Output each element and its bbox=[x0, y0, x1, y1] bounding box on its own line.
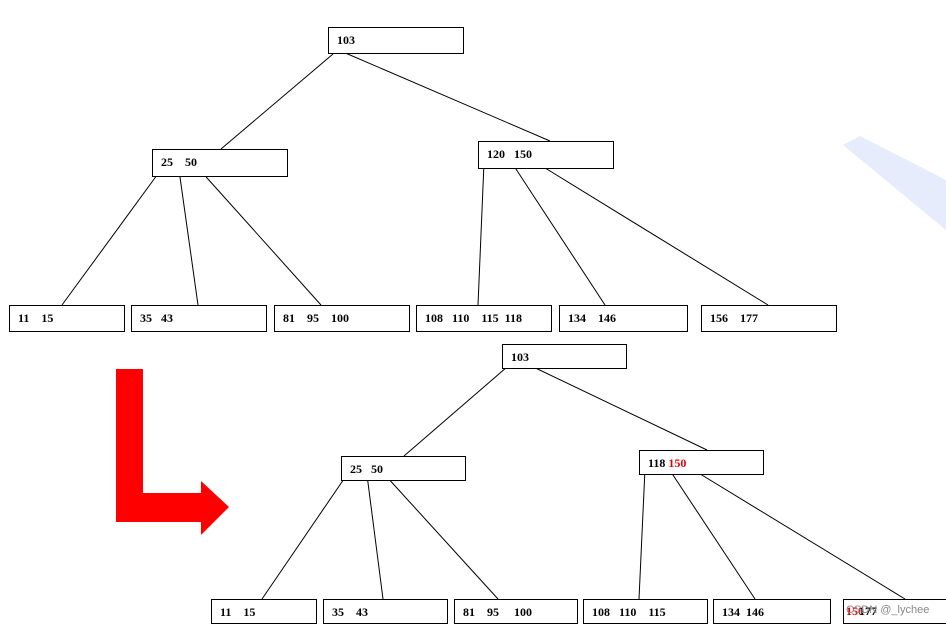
edge bbox=[61, 170, 161, 306]
top-root-node: 103 bbox=[328, 27, 464, 54]
edge bbox=[691, 468, 906, 600]
bottom-leaf-node: 11 15 bbox=[211, 599, 317, 624]
edge bbox=[536, 162, 769, 306]
top-left-internal-node: 25 50 bbox=[152, 149, 288, 177]
bottom-left-internal-node: 25 50 bbox=[341, 456, 466, 481]
edge bbox=[366, 474, 384, 600]
top-leaf-node: 35 43 bbox=[131, 305, 267, 332]
bottom-leaf-node: 81 95 100 bbox=[454, 599, 578, 624]
edge bbox=[198, 168, 322, 306]
bottom-leaf-node: 134 146 bbox=[713, 599, 831, 624]
edge bbox=[403, 366, 508, 457]
edge bbox=[668, 468, 756, 600]
node-key: 177 bbox=[859, 604, 877, 618]
top-leaf-node: 134 146 bbox=[559, 305, 688, 332]
top-right-internal-node: 120 150 bbox=[478, 141, 614, 169]
bottom-right-internal-node: 118 150 bbox=[639, 450, 764, 475]
bottom-leaf-node: 108 110 115 bbox=[583, 599, 708, 624]
edge bbox=[178, 169, 199, 306]
watermark-text: CSDN @_lychee bbox=[846, 604, 930, 616]
decorative-band bbox=[843, 136, 946, 230]
top-leaf-node: 81 95 100 bbox=[274, 305, 410, 332]
edge bbox=[342, 51, 551, 142]
highlighted-key: 150 bbox=[846, 604, 864, 618]
top-leaf-node: 11 15 bbox=[9, 305, 125, 332]
edge bbox=[261, 475, 347, 600]
edge bbox=[220, 53, 334, 150]
top-leaf-node: 108 110 115 118 bbox=[416, 305, 552, 332]
edge bbox=[385, 475, 499, 600]
transform-arrow-icon bbox=[116, 369, 229, 535]
edge bbox=[638, 468, 646, 600]
bottom-root-node: 103 bbox=[502, 344, 627, 369]
node-key: 118 bbox=[648, 456, 669, 470]
highlighted-key: 150 bbox=[668, 456, 687, 470]
top-leaf-node: 156 177 bbox=[701, 305, 837, 332]
bottom-leaf-node: 35 43 bbox=[323, 599, 448, 624]
edge bbox=[511, 162, 606, 306]
bottom-leaf-node-partial bbox=[843, 599, 946, 624]
edge bbox=[477, 162, 485, 306]
edge bbox=[524, 362, 708, 451]
